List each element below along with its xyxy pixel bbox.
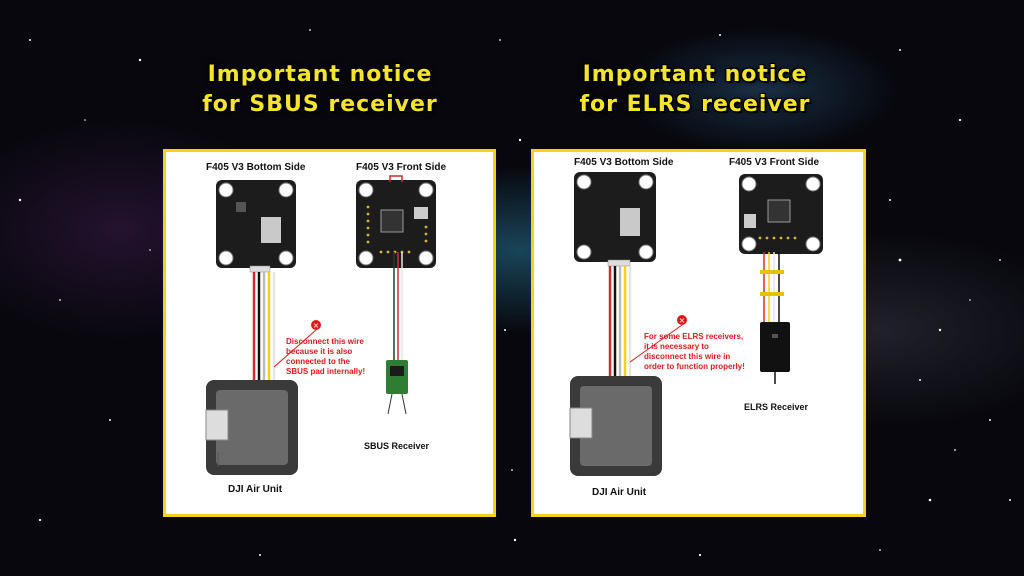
sbus-warning-line-4: SBUS pad internally! [286, 367, 365, 376]
warning-icon [677, 315, 687, 325]
elrs-receiver [760, 322, 790, 384]
elrs-front-side-label: F405 V3 Front Side [729, 157, 819, 168]
sbus-receiver [386, 360, 408, 415]
dji-air-unit [569, 376, 662, 476]
sbus-headline-line-1: Important notice [207, 62, 433, 87]
elrs-warning-line-3: disconnect this wire in [644, 352, 730, 361]
elrs-receiver-label: ELRS Receiver [744, 402, 809, 412]
sbus-wiring-panel: F405 V3 Bottom Side F405 V3 Front Side ×… [163, 149, 496, 517]
sbus-warning-line-2: because it is also [286, 347, 352, 356]
fc-front-board [739, 174, 823, 254]
sbus-receiver-label: SBUS Receiver [364, 441, 430, 451]
sbus-front-side-label: F405 V3 Front Side [356, 162, 446, 173]
elrs-warning-line-2: it is necessary to [644, 342, 709, 351]
elrs-headline: Important notice for ELRS receiver [545, 60, 845, 120]
warning-icon [311, 320, 321, 330]
sbus-headline-line-2: for SBUS receiver [202, 92, 438, 117]
fc-bottom-board [216, 180, 296, 273]
sbus-warning-line-1: Disconnect this wire [286, 337, 364, 346]
elrs-warning-line-4: order to function properly! [644, 362, 745, 371]
elrs-bottom-side-label: F405 V3 Bottom Side [574, 157, 674, 168]
fc-front-board [356, 180, 436, 268]
fc-bottom-board [574, 172, 656, 267]
sbus-air-unit-label: DJI Air Unit [228, 484, 283, 495]
dji-air-unit [205, 380, 298, 475]
elrs-wiring-diagram: F405 V3 Bottom Side F405 V3 Front Side ×… [569, 157, 823, 498]
elrs-warning-line-1: For some ELRS receivers, [644, 332, 743, 341]
svg-text:×: × [313, 321, 320, 330]
sbus-wiring-diagram: F405 V3 Bottom Side F405 V3 Front Side ×… [205, 162, 446, 495]
elrs-headline-line-2: for ELRS receiver [579, 92, 811, 117]
sbus-headline: Important notice for SBUS receiver [170, 60, 470, 120]
elrs-headline-line-1: Important notice [582, 62, 808, 87]
elrs-air-unit-label: DJI Air Unit [592, 487, 647, 498]
sbus-warning-line-3: connected to the [286, 357, 351, 366]
svg-text:×: × [679, 316, 686, 325]
sbus-bottom-side-label: F405 V3 Bottom Side [206, 162, 306, 173]
elrs-wiring-panel: F405 V3 Bottom Side F405 V3 Front Side ×… [531, 149, 866, 517]
